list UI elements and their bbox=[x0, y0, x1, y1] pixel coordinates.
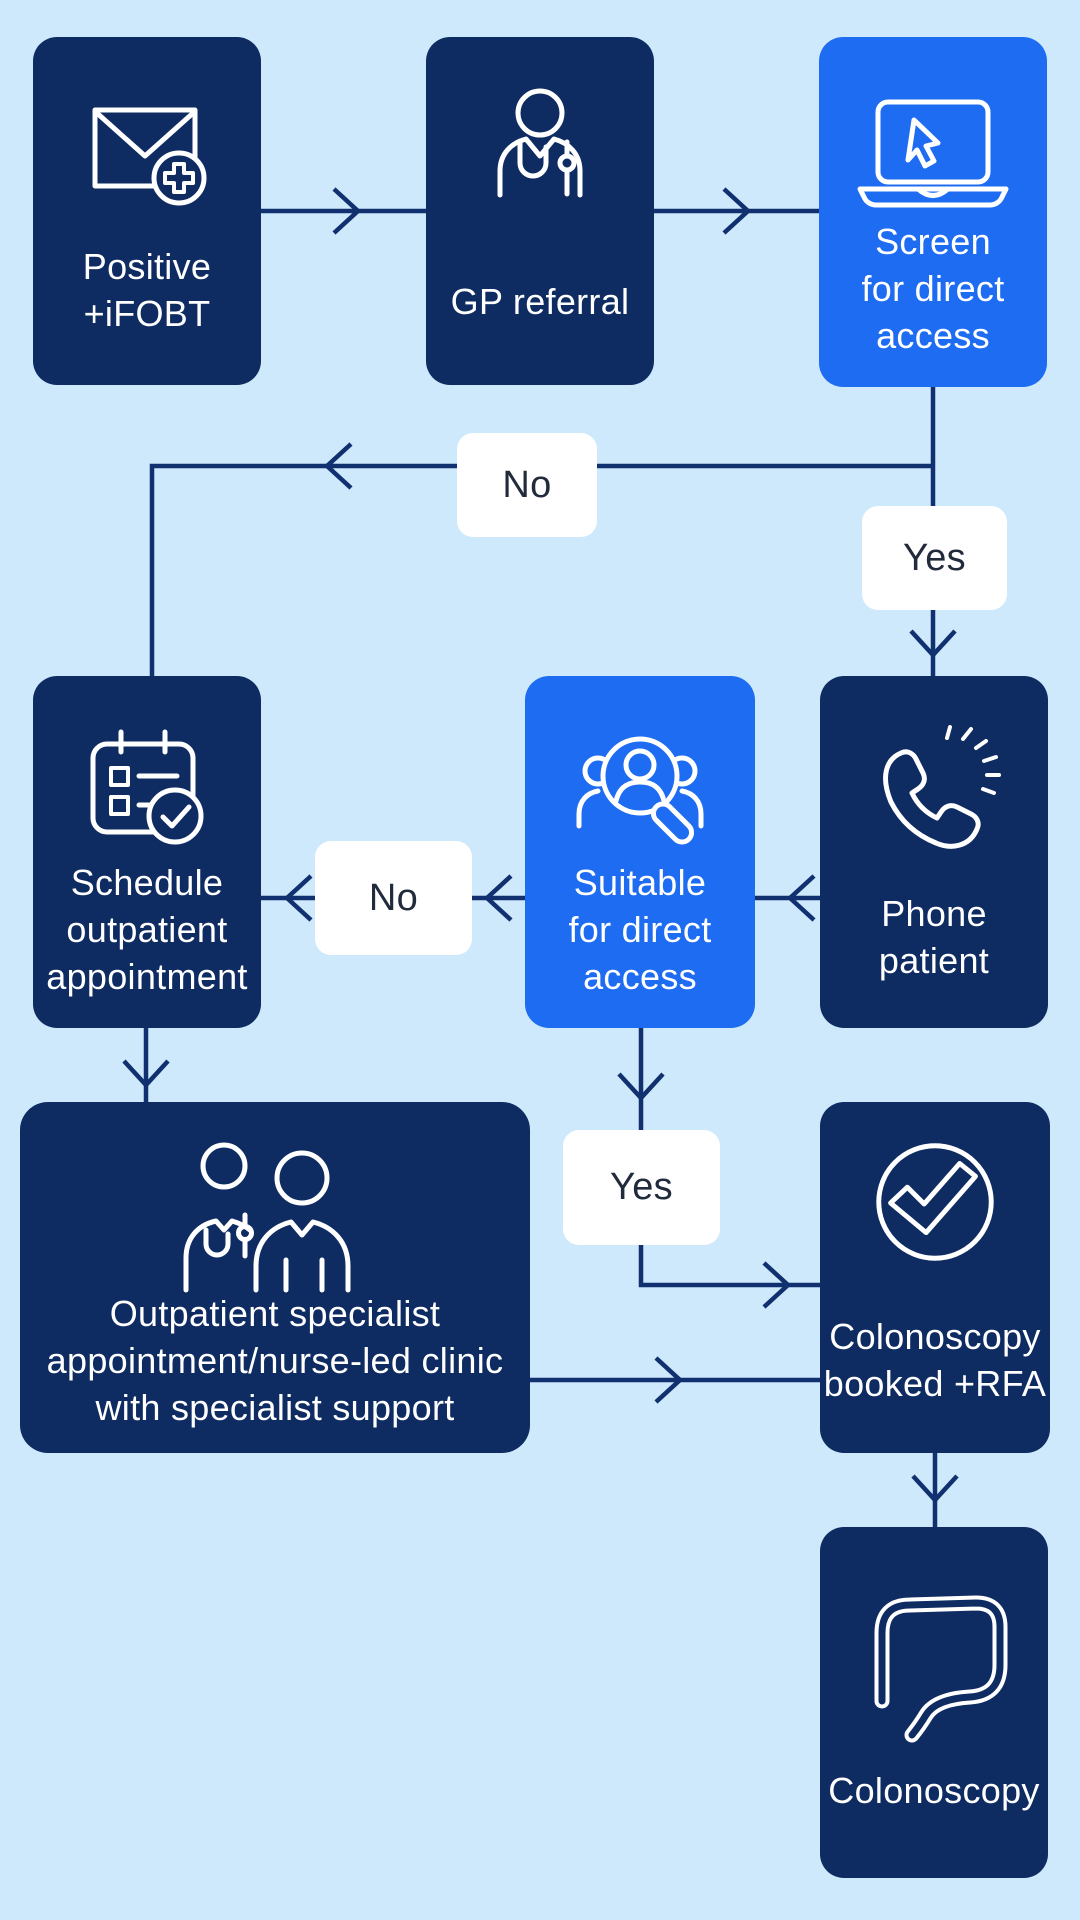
arrowhead-down-icon bbox=[911, 1474, 959, 1504]
node-suitable-for-direct-access: Suitable for direct access bbox=[525, 676, 755, 1028]
two-people-icon bbox=[160, 1138, 390, 1298]
node-label: Suitable for direct access bbox=[568, 861, 712, 997]
arrowhead-left-icon bbox=[483, 874, 513, 922]
arrowhead-down-icon bbox=[909, 629, 957, 659]
decision-label-screen-yes: Yes bbox=[862, 506, 1007, 610]
node-screen-for-direct-access: Screen for direct access bbox=[819, 37, 1047, 387]
connector-suitable-yes-booked bbox=[638, 1028, 820, 1288]
arrowhead-right-icon bbox=[722, 187, 752, 235]
decision-text: No bbox=[502, 463, 552, 506]
node-label: Positive +iFOBT bbox=[82, 245, 212, 334]
search-people-icon bbox=[565, 724, 715, 854]
node-gp-referral: GP referral bbox=[426, 37, 654, 385]
arrowhead-right-icon bbox=[654, 1356, 684, 1404]
arrowhead-left-icon bbox=[283, 874, 313, 922]
decision-label-screen-no: No bbox=[457, 433, 597, 537]
arrowhead-left-icon bbox=[786, 874, 816, 922]
envelope-plus-icon bbox=[77, 82, 217, 222]
node-label: Schedule outpatient appointment bbox=[46, 861, 248, 997]
decision-text: Yes bbox=[903, 536, 966, 579]
node-schedule-outpatient-appointment: Schedule outpatient appointment bbox=[33, 676, 261, 1028]
colon-icon bbox=[834, 1553, 1034, 1753]
phone-ringing-icon bbox=[859, 722, 1009, 852]
doctor-icon bbox=[470, 77, 610, 217]
node-phone-patient: Phone patient bbox=[820, 676, 1048, 1028]
arrowhead-down-icon bbox=[122, 1059, 170, 1089]
node-colonoscopy-booked-rfa: Colonoscopy booked +RFA bbox=[820, 1102, 1050, 1453]
decision-label-suitable-no: No bbox=[315, 841, 472, 955]
check-circle-icon bbox=[861, 1128, 1009, 1276]
decision-label-suitable-yes: Yes bbox=[563, 1130, 720, 1245]
node-colonoscopy: Colonoscopy bbox=[820, 1527, 1048, 1878]
node-label: Phone patient bbox=[878, 892, 990, 981]
arrowhead-down-icon bbox=[617, 1072, 665, 1102]
arrowhead-right-icon bbox=[332, 187, 362, 235]
node-outpatient-specialist-appointment: Outpatient specialist appointment/nurse-… bbox=[20, 1102, 530, 1453]
node-label: GP referral bbox=[450, 280, 630, 322]
connector-screen-no-schedule bbox=[149, 463, 933, 676]
calendar-check-icon bbox=[77, 718, 217, 858]
decision-text: No bbox=[368, 876, 419, 919]
node-label: Outpatient specialist appointment/nurse-… bbox=[46, 1292, 504, 1428]
node-label: Colonoscopy bbox=[828, 1769, 1040, 1811]
node-label: Screen for direct access bbox=[861, 220, 1005, 356]
decision-text: Yes bbox=[610, 1166, 673, 1208]
arrowhead-left-icon bbox=[323, 442, 353, 490]
laptop-cursor-icon bbox=[848, 92, 1018, 222]
node-positive-ifobt: Positive +iFOBT bbox=[33, 37, 261, 385]
node-label: Colonoscopy booked +RFA bbox=[823, 1315, 1047, 1404]
arrowhead-right-icon bbox=[762, 1261, 792, 1309]
